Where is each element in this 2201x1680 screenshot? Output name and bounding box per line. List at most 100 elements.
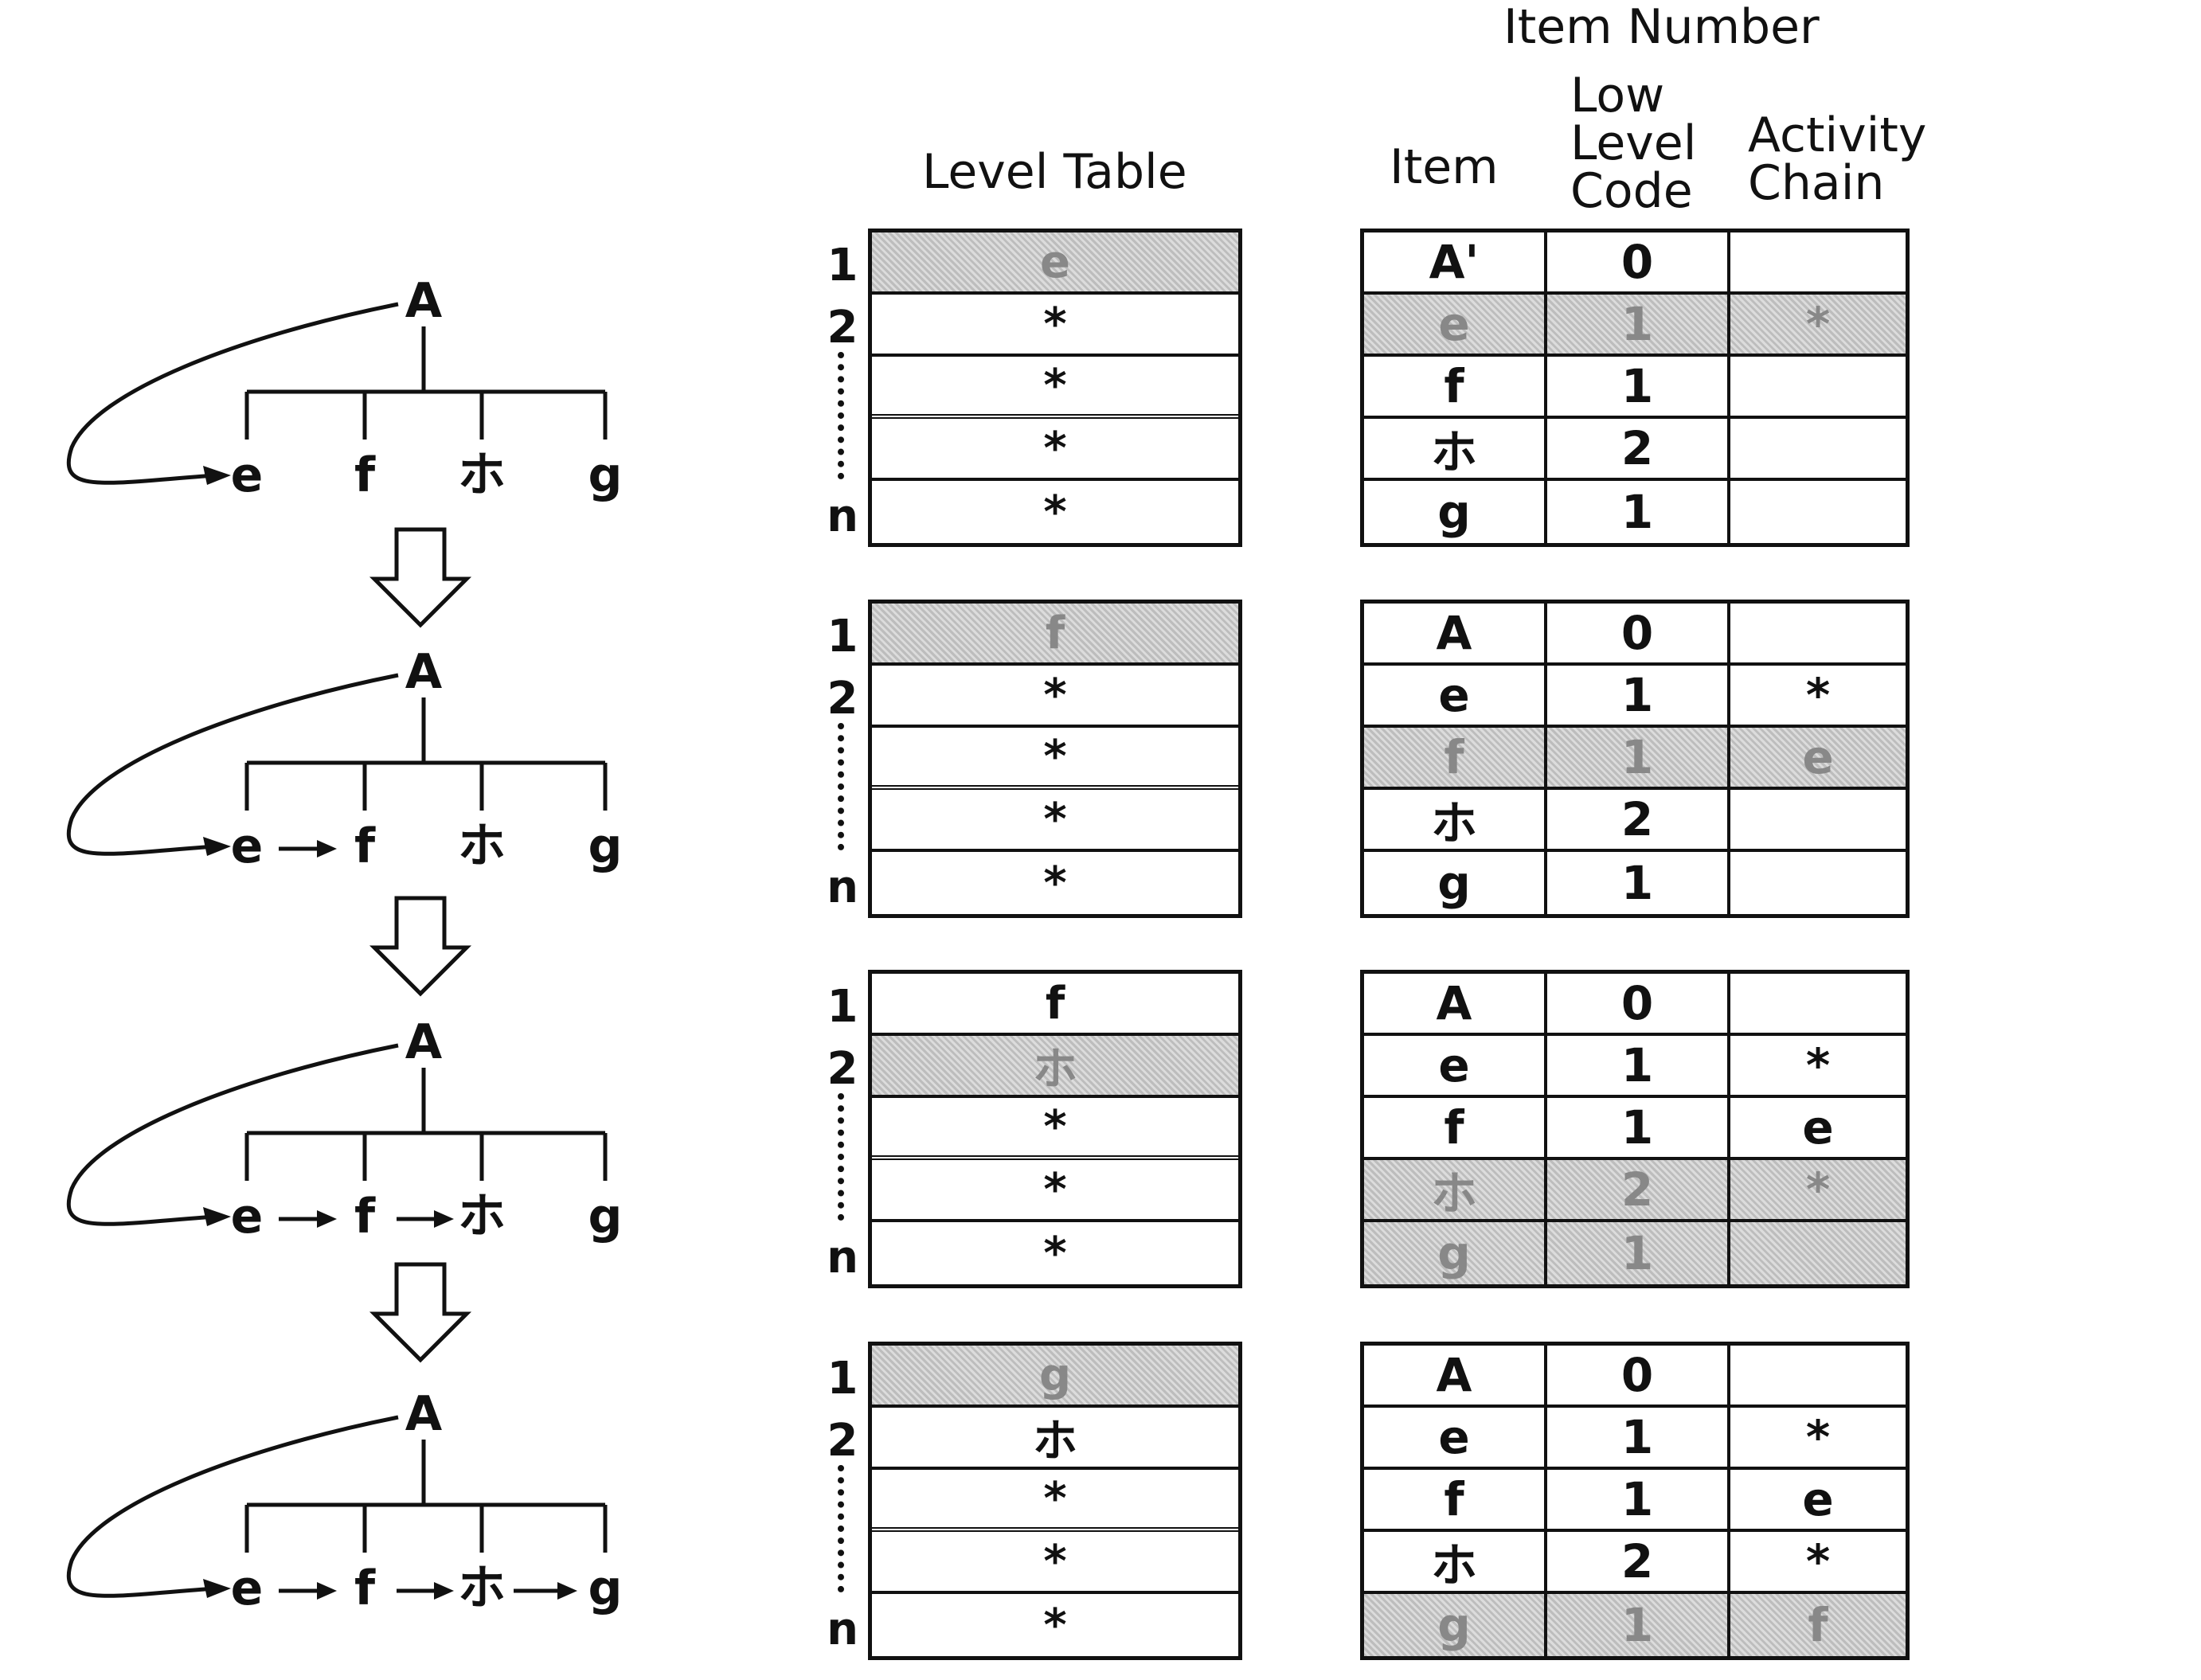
tree-child-2: f [354, 819, 376, 874]
low-level-code-line2: Level [1570, 115, 1697, 171]
level-ellipsis [838, 1465, 852, 1592]
item-cell: g [1364, 481, 1547, 543]
tree-root: A [405, 1386, 443, 1442]
activity-chain-cell: * [1805, 297, 1831, 351]
level-table-row: * [1043, 857, 1067, 909]
level-table-row: * [872, 666, 1238, 728]
chain-arrowhead-2 [434, 1210, 454, 1228]
level-table-row: * [872, 728, 1238, 790]
low-level-code-cell: 1 [1547, 481, 1730, 543]
tree-child-1: e [230, 1189, 264, 1244]
level-table-row: e [872, 232, 1238, 295]
activity-chain-line1: Activity [1748, 107, 1927, 163]
activity-chain-header: Activity Chain [1748, 111, 1926, 207]
level-table-row: * [1043, 486, 1067, 538]
item-cell: A [1364, 1346, 1547, 1405]
loop-curve [66, 302, 399, 485]
level-number-2: 2 [827, 302, 858, 354]
tree-root: A [405, 644, 443, 700]
tree-child-4: g [588, 1561, 623, 1616]
low-level-code-cell: 2 [1547, 419, 1730, 478]
level-table-row: * [872, 1160, 1238, 1222]
level-table: f**** [868, 600, 1242, 918]
tree-child-3: ホ [458, 1189, 506, 1244]
activity-chain-cell [1730, 232, 1906, 291]
level-table-header: Level Table [922, 144, 1187, 200]
tree-child-4: g [588, 819, 623, 874]
loop-arrowhead [203, 1207, 231, 1226]
loop-arrowhead [203, 837, 231, 856]
level-table-row: * [1043, 1599, 1067, 1651]
low-level-code-cell: 1 [1547, 666, 1730, 725]
item-cell: A [1364, 604, 1547, 662]
level-table-row: * [1043, 1227, 1067, 1280]
item-table-row: A'0 [1364, 232, 1906, 295]
activity-chain-cell [1730, 790, 1906, 849]
tree-child-2: f [354, 1561, 376, 1616]
level-table-row: * [872, 790, 1238, 852]
level-table-row: g [872, 1346, 1238, 1408]
activity-chain-cell: f [1808, 1598, 1828, 1652]
low-level-code-cell: 0 [1547, 1346, 1730, 1405]
item-cell: e [1364, 1036, 1547, 1095]
item-cell: g [1364, 1222, 1547, 1284]
level-ellipsis [838, 352, 852, 479]
activity-chain-cell [1730, 419, 1906, 478]
low-level-code-header: Low Level Code [1570, 72, 1696, 215]
low-level-code-cell: 0 [1547, 604, 1730, 662]
item-number-header: Item Number [1503, 0, 1820, 55]
low-level-code-cell: 1 [1547, 1470, 1730, 1529]
activity-chain-cell [1730, 852, 1906, 914]
level-table-row: * [872, 357, 1238, 419]
level-table-row: * [872, 1532, 1238, 1594]
low-level-code-cell: 1 [1547, 1098, 1730, 1157]
down-arrow-3 [369, 1262, 472, 1363]
level-number-1: 1 [827, 611, 858, 662]
level-number-1: 1 [827, 240, 858, 291]
level-table-row: * [872, 295, 1238, 357]
item-cell: f [1364, 1098, 1547, 1157]
activity-chain-cell [1730, 1346, 1906, 1405]
activity-chain-cell [1730, 974, 1906, 1033]
item-cell: ホ [1364, 419, 1547, 479]
low-level-code-cell: 1 [1547, 728, 1730, 787]
tree-child-1: e [230, 1561, 264, 1616]
loop-curve [66, 673, 399, 856]
item-cell: g [1364, 852, 1547, 914]
tree-child-1: e [230, 819, 264, 874]
loop-curve [66, 1415, 399, 1598]
item-cell: e [1364, 666, 1547, 725]
level-number-n: n [827, 1604, 858, 1655]
item-cell: e [1364, 295, 1547, 354]
tree-diagram [66, 673, 608, 858]
item-cell: f [1364, 1470, 1547, 1529]
tree-diagram [66, 1415, 608, 1600]
low-level-code-cell: 1 [1547, 852, 1730, 914]
item-cell: A [1364, 974, 1547, 1033]
low-level-code-cell: 2 [1547, 1160, 1730, 1219]
low-level-code-cell: 0 [1547, 974, 1730, 1033]
level-number-n: n [827, 490, 858, 542]
item-cell: ホ [1364, 790, 1547, 850]
level-table-row: * [872, 1470, 1238, 1532]
loop-curve [66, 1043, 399, 1226]
item-cell: A' [1364, 232, 1547, 291]
tree-root: A [405, 273, 443, 329]
item-cell: g [1364, 1594, 1547, 1656]
transition-arrows [369, 527, 472, 1363]
